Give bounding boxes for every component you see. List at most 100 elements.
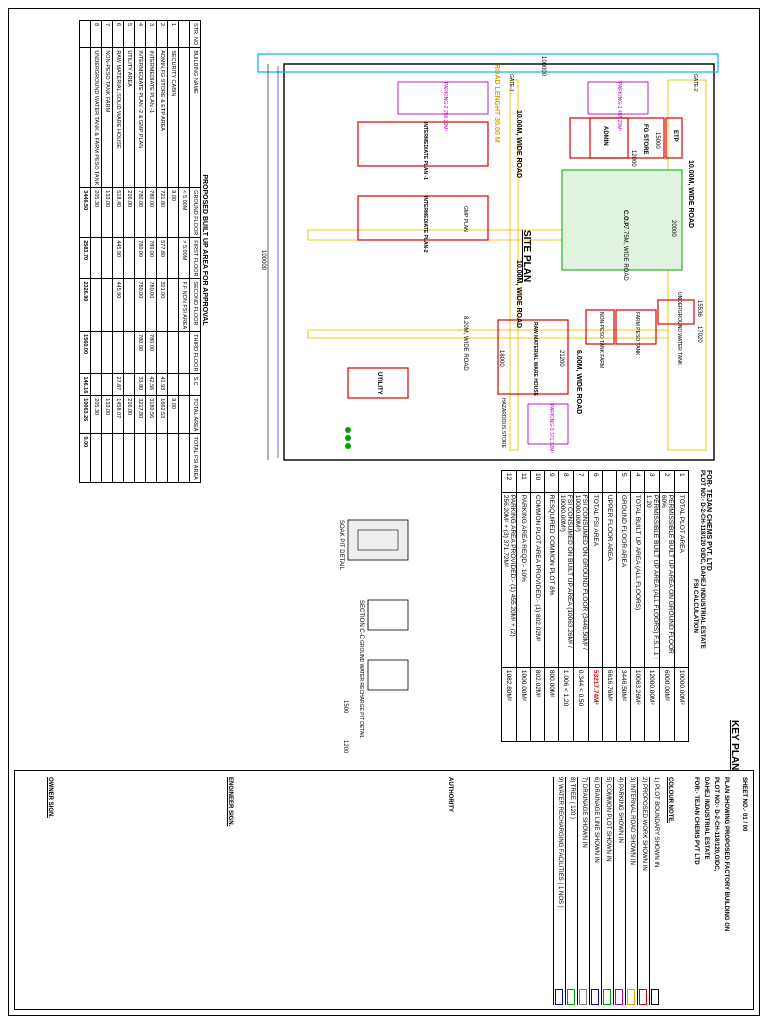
sheet-no: SHEET NO.- 01 / 00 xyxy=(741,777,747,832)
area-cell-name: INTERMEDIATE PLAN -1 xyxy=(145,47,157,188)
title-line-2: PLOT NO:- D-2-CH-118/120,GIDC, xyxy=(713,777,719,872)
area-cell-gf: 780.00 xyxy=(134,187,146,238)
area-cell-name: SECURITY CABIN xyxy=(167,47,179,188)
area-cell-sf: 445.90 xyxy=(112,278,124,332)
area-cell-fsi xyxy=(156,433,168,483)
area-cell-ff xyxy=(123,237,135,279)
colour-swatch xyxy=(603,989,612,1005)
col-sc: S.C xyxy=(189,373,201,396)
soak-pit-note: SOAK PIT DETAIL xyxy=(338,520,344,570)
colour-notes-list: 1) PLOT BOUNDARY SHOWN IN 2) PROPOSED WOR… xyxy=(553,777,661,1005)
col-gf: GROUND FLOOR xyxy=(189,187,201,238)
area-cell-sr: 1 xyxy=(167,20,179,48)
area-cell-name: RAW MATERIAL,SOLID WARE HOUSE xyxy=(112,47,124,188)
parking-2 xyxy=(397,81,489,115)
colour-swatch xyxy=(579,989,588,1005)
colour-note-text: 1) PLOT BOUNDARY SHOWN IN xyxy=(653,777,659,868)
road-band xyxy=(257,53,719,73)
built-up-area: PROPOSED BUILT UP AREA FOR APPROVAL STR.… xyxy=(79,20,208,483)
area-cell-name: INTERMEDIATE PLAN -2 & GMP PLAN xyxy=(134,47,146,188)
area-cell-sc xyxy=(167,373,179,396)
area-cell-tf: 780.00 xyxy=(145,331,157,374)
col-ff: FIRST FLOOR xyxy=(189,237,201,279)
colour-note-text: 5) COMMON PLOT SHOWN IN xyxy=(605,777,611,862)
intermediate-2-block xyxy=(357,195,489,241)
area-cell-sc: 42.56 xyxy=(145,373,157,396)
area-cell-tf xyxy=(90,331,102,374)
owner-sign-label: OWNER SIGN. xyxy=(47,777,53,819)
total-total: 10063.26 xyxy=(79,395,91,434)
area-cell-tf xyxy=(101,331,113,374)
area-cell-sr: 4 xyxy=(134,20,146,48)
total-gf: 3446.50 xyxy=(79,187,91,238)
recharge-pit-label: GROUND WATER RECHARGE PIT DETAIL xyxy=(358,640,364,739)
area-cell-tf xyxy=(167,331,179,374)
title-block: SHEET NO.- 01 / 00 PLAN SHOWING PROPOSED… xyxy=(14,770,754,1010)
intermediate-1-block xyxy=(357,121,489,167)
area-cell-fsi xyxy=(90,433,102,483)
colour-note-heading: COLOUR NOTE. xyxy=(667,777,673,823)
non-peso-tank xyxy=(585,309,615,345)
area-cell-sf xyxy=(101,278,113,332)
area-cell-gf: 518.40 xyxy=(112,187,124,238)
area-cell-ff xyxy=(90,237,102,279)
total-fsi: 0.00 xyxy=(79,433,91,483)
area-cell-sf: 780.00 xyxy=(145,278,157,332)
colour-note-item: 2) PROPOSED WORK SHOWN IN xyxy=(637,777,649,1005)
col-total: TOTAL AREA xyxy=(189,395,201,434)
dim-1500: 1500 xyxy=(342,700,348,714)
area-cell-total: 216.00 xyxy=(123,395,135,434)
area-cell-total: 3180.56 xyxy=(145,395,157,434)
area-cell-sc xyxy=(123,373,135,396)
colour-note-item: 7) DRAINAGE SHOWN IN xyxy=(577,777,589,1005)
area-cell-sf xyxy=(123,278,135,332)
col-fsi: TOTAL FSI AREA xyxy=(189,433,201,483)
area-cell-name: UTILITY AREA xyxy=(123,47,135,188)
utility-block xyxy=(347,367,409,399)
area-cell-sr: 2 xyxy=(156,20,168,48)
area-cell-tf xyxy=(123,331,135,374)
area-cell-sf xyxy=(167,278,179,332)
area-cell-sc xyxy=(101,373,113,396)
area-cell-name: UNDERGROUND WATER TANK & FARM PESO TANK xyxy=(90,47,102,188)
colour-note-item: 6) DRAINAGE LINE SHOWN IN xyxy=(589,777,601,1005)
area-cell-sc: 41.93 xyxy=(156,373,168,396)
area-cell-gf: 216.00 xyxy=(123,187,135,238)
area-cell-sf: 321.00 xyxy=(156,278,168,332)
area-cell-sr: 5 xyxy=(123,20,135,48)
title-line-4: FOR:- TEJAN CHEMS PVT LTD xyxy=(693,777,699,865)
area-cell-fsi xyxy=(101,433,113,483)
area-cell-sc: 27.87 xyxy=(112,373,124,396)
col-tf: THIRD FLOOR xyxy=(189,331,201,374)
area-cell-tf: 780.00 xyxy=(134,331,146,374)
total-sf: 2326.90 xyxy=(79,278,91,332)
area-cell-tf xyxy=(156,331,168,374)
colour-note-item: 4) PARKING SHOWN IN xyxy=(613,777,625,1005)
colour-swatch xyxy=(651,989,660,1005)
etp-block xyxy=(665,117,683,159)
engineer-sign-label: ENGINEER SIGN. xyxy=(227,777,233,827)
area-table-heading: PROPOSED BUILT UP AREA FOR APPROVAL xyxy=(201,174,208,326)
colour-note-text: 3) INTERNAL ROAD SHOWN IN xyxy=(629,777,635,865)
area-cell-fsi xyxy=(123,433,135,483)
farm-peso-tank xyxy=(615,309,657,345)
colour-note-item: 9) WATER RECHARGING FACILITIES ( 1 NOS ) xyxy=(553,777,565,1005)
title-line-1: PLAN SHOWING PROPOSED FACTORY BUILDING O… xyxy=(723,777,729,932)
colour-note-text: 4) PARKING SHOWN IN xyxy=(617,777,623,843)
area-cell-total: 9.00 xyxy=(167,395,179,434)
area-table: STR. NO BUILDING NAME GROUND FLOOR FIRST… xyxy=(79,20,201,483)
col-sr: STR. NO xyxy=(189,20,201,48)
sub-lt: < 5.00M xyxy=(178,187,190,238)
cop-area xyxy=(561,169,683,271)
plot-boundary xyxy=(283,63,715,461)
area-cell-ff xyxy=(167,237,179,279)
